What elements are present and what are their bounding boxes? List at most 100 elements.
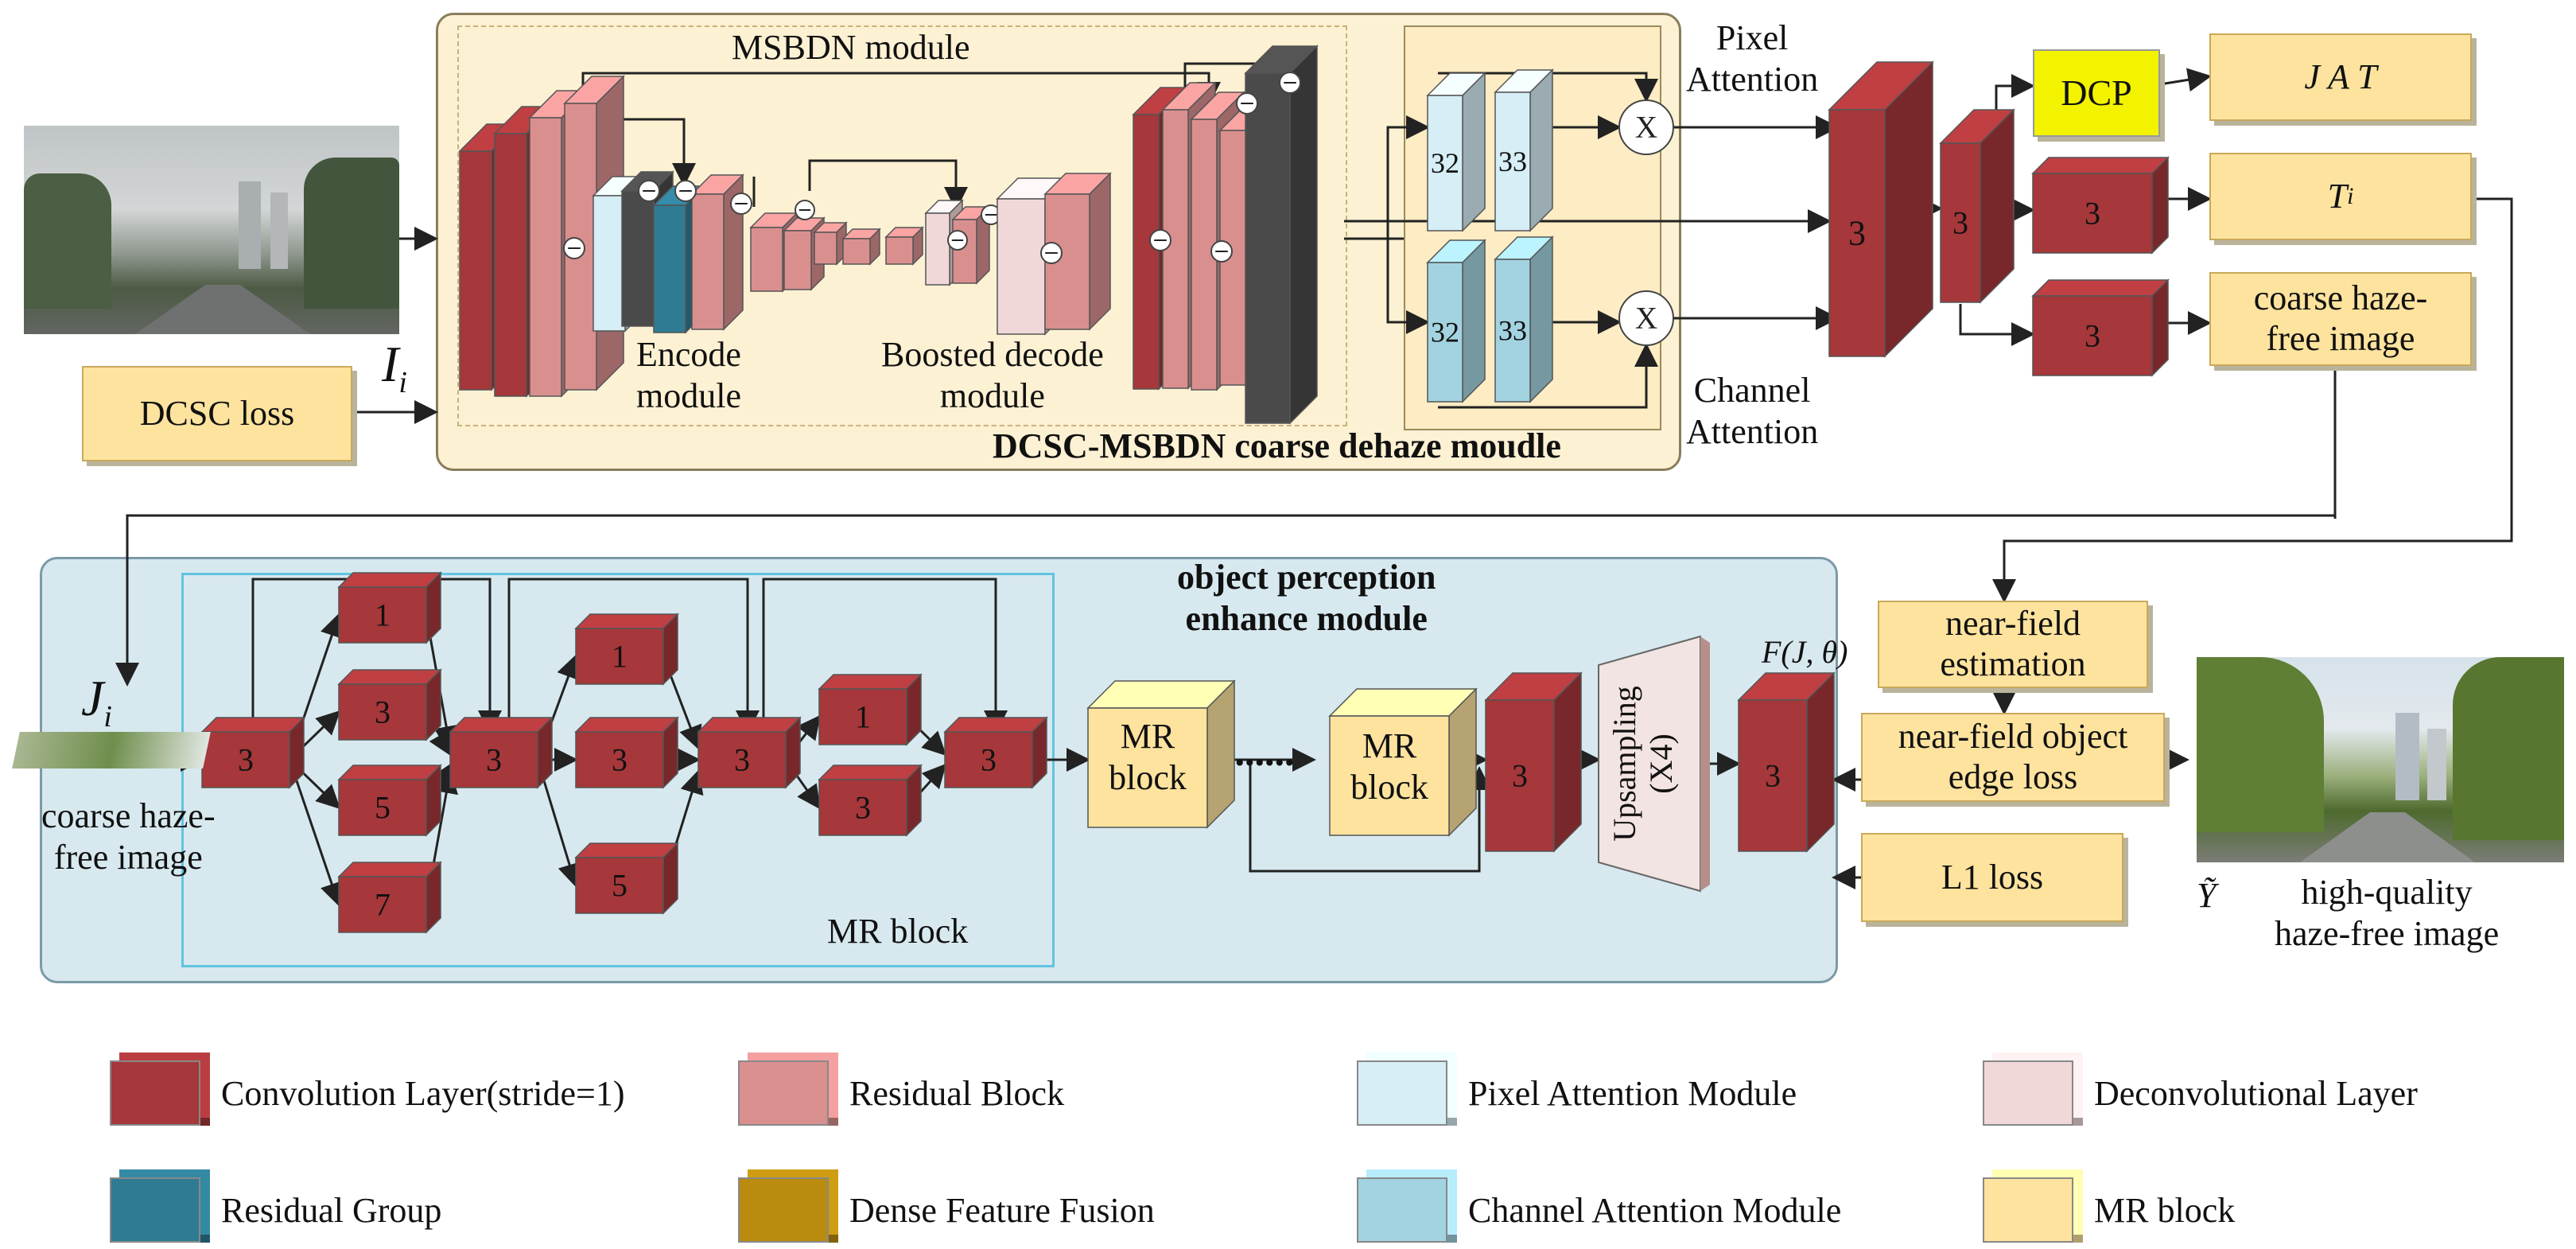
dcp-to-formula bbox=[2159, 68, 2212, 92]
add-op-11 bbox=[1236, 92, 1258, 115]
transmission-formula-box: J A T bbox=[2209, 33, 2472, 121]
add-op-2 bbox=[638, 180, 660, 202]
encoder-tiny-1 bbox=[813, 221, 848, 266]
branch1-k3-label: 3 bbox=[375, 695, 390, 730]
legend-swatch bbox=[738, 1060, 829, 1126]
near-field-estimation-box: near-field estimation bbox=[1878, 601, 2148, 688]
add-op-10 bbox=[1210, 240, 1233, 263]
branch2-k5: 5 bbox=[574, 842, 679, 915]
input-i-label: Ii bbox=[382, 334, 407, 401]
branch2-k1-label: 1 bbox=[612, 639, 627, 675]
pixel-attention-label: Pixel Attention bbox=[1686, 18, 1819, 99]
t-to-near-field bbox=[1992, 197, 2513, 603]
legend-label: Deconvolutional Layer bbox=[2094, 1074, 2418, 1113]
input-i-main: I bbox=[382, 336, 399, 392]
branch3-k3-label: 3 bbox=[855, 790, 871, 826]
skip-outer bbox=[581, 72, 1221, 106]
add-op-8 bbox=[1040, 242, 1063, 264]
t-i-label: T bbox=[2327, 176, 2348, 216]
dcsc-loss-box: DCSC loss bbox=[82, 366, 352, 461]
encode-module-label: Encode module bbox=[636, 335, 741, 415]
coarse-input-caption: coarse haze- free image bbox=[41, 796, 216, 877]
pixel-mult-op: X bbox=[1618, 99, 1674, 155]
branch2-k3-label: 3 bbox=[612, 742, 627, 778]
svg-text:X: X bbox=[1635, 111, 1657, 145]
upsampling-block: Upsampling(X4) bbox=[1598, 635, 1710, 893]
mr-input-conv-label: 3 bbox=[238, 742, 254, 778]
branch3-k3: 3 bbox=[818, 764, 923, 837]
add-op-12 bbox=[1279, 72, 1301, 94]
branch1-k7: 7 bbox=[337, 861, 442, 934]
dcp-box: DCP bbox=[2033, 49, 2160, 137]
mr-skip-2 bbox=[507, 578, 760, 734]
mid-conv-label: 3 bbox=[486, 742, 502, 778]
conv-mid-label: 3 bbox=[1952, 205, 1968, 241]
msbdn-module-outline bbox=[457, 25, 1347, 426]
l1-loss-label: L1 loss bbox=[1941, 857, 2044, 897]
conv-t-label: 3 bbox=[2085, 196, 2100, 232]
legend-label: Channel Attention Module bbox=[1468, 1191, 1842, 1230]
near-field-loss-box: near-field object edge loss bbox=[1861, 713, 2165, 802]
branch2-k3: 3 bbox=[574, 716, 679, 789]
near-field-estimation-label: near-field estimation bbox=[1940, 604, 2086, 683]
merge2-conv-label: 3 bbox=[734, 742, 750, 778]
conv-final: 3 bbox=[1737, 671, 1836, 853]
att-split-pa bbox=[1386, 115, 1430, 239]
mid-conv: 3 bbox=[449, 716, 554, 789]
upsampling-label: Upsampling(X4) bbox=[1607, 686, 1679, 842]
branch2-k1: 1 bbox=[574, 613, 679, 686]
coarse-output-box: coarse haze- free image bbox=[2209, 272, 2472, 366]
dcp-label: DCP bbox=[2061, 72, 2132, 113]
legend-swatch bbox=[1357, 1060, 1447, 1126]
y-tilde-label: Ỹ bbox=[2197, 876, 2217, 915]
mid-to-coarse bbox=[1959, 304, 2035, 346]
add-op-5 bbox=[795, 200, 815, 220]
channel-att-block-1-label: 32 bbox=[1431, 317, 1459, 348]
legend-swatch bbox=[110, 1177, 200, 1243]
branch2-k5-label: 5 bbox=[612, 868, 627, 904]
branch1-k5: 5 bbox=[337, 764, 442, 837]
enhance-module-title: object perception enhance module bbox=[1177, 558, 1436, 638]
coarse-to-bottom bbox=[115, 366, 2337, 687]
conv-coarse: 3 bbox=[2031, 278, 2170, 377]
legend-label: Residual Group bbox=[221, 1191, 442, 1230]
mr-edge-3 bbox=[288, 759, 344, 907]
ca-skip bbox=[1438, 343, 1658, 409]
dcsc-loss-label: DCSC loss bbox=[139, 393, 295, 433]
pixel-att-block-2: 33 bbox=[1494, 68, 1554, 232]
mr-block-1 bbox=[1086, 679, 1236, 829]
input-hazy-image bbox=[24, 126, 399, 334]
add-op-3 bbox=[674, 180, 697, 202]
coarse-image-thumbnail bbox=[12, 732, 211, 768]
encoder-residual bbox=[690, 173, 744, 331]
j-i-label: Ji bbox=[81, 668, 112, 735]
pixel-att-block-1-label: 32 bbox=[1431, 147, 1459, 179]
mr-block-caption: MR block bbox=[827, 912, 969, 951]
j-i-subscript: i bbox=[103, 699, 112, 733]
conv-coarse-label: 3 bbox=[2085, 318, 2100, 354]
add-op-9 bbox=[1149, 229, 1171, 251]
add-op-4 bbox=[730, 193, 752, 215]
branch1-k1: 1 bbox=[337, 571, 442, 644]
encoder-tiny-2 bbox=[841, 228, 881, 266]
conv-t: 3 bbox=[2031, 156, 2170, 255]
decoder-tiny-1 bbox=[884, 226, 924, 266]
mr-long-skip bbox=[1249, 760, 1491, 873]
merge3-conv: 3 bbox=[943, 716, 1048, 789]
conv-mid: 3 bbox=[1939, 108, 2015, 304]
mr-input-conv: 3 bbox=[200, 716, 305, 789]
f-label: F(J, θ) bbox=[1762, 634, 1848, 670]
branch1-k3: 3 bbox=[337, 668, 442, 741]
branch1-k7-label: 7 bbox=[375, 887, 390, 923]
coarse-output-label: coarse haze- free image bbox=[2253, 278, 2428, 358]
channel-attention-label: Channel Attention bbox=[1686, 371, 1819, 451]
conv-after-mr: 3 bbox=[1484, 671, 1583, 853]
add-op-6 bbox=[947, 230, 968, 251]
mr-skip-3 bbox=[762, 578, 1008, 734]
t-i-subscript: i bbox=[2347, 182, 2354, 209]
